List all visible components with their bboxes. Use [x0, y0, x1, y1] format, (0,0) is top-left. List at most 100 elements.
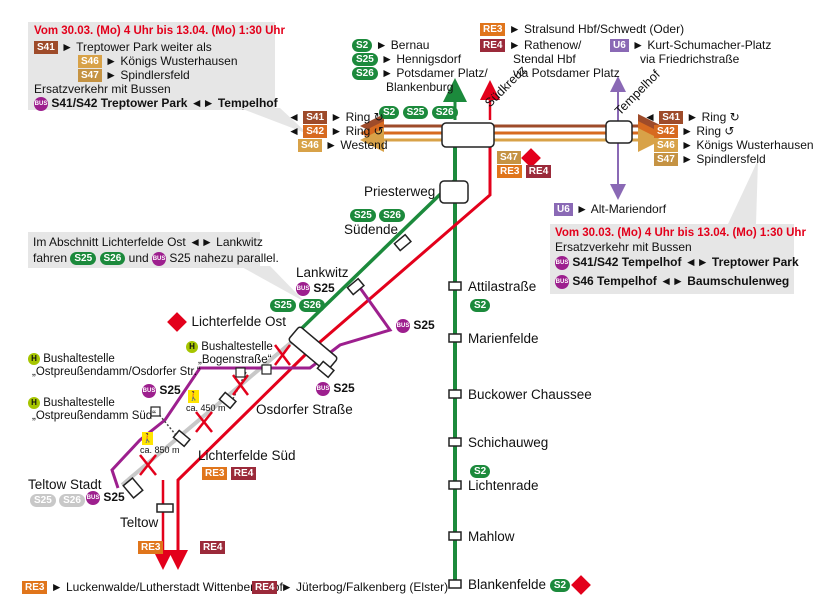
north-re4-text2: Stendal Hbf [513, 52, 576, 66]
s25-s26-line [298, 178, 457, 332]
db-icon [570, 575, 591, 596]
callout-right-ersatz: Ersatzverkehr mit Bussen [555, 240, 692, 254]
priesterweg-box [439, 180, 469, 204]
walk-icon: 🚶 [142, 432, 154, 445]
closure-marks [139, 344, 291, 476]
s46-badge: S46 [654, 139, 678, 153]
bus-icon: BUS [86, 490, 100, 505]
s25-badge: S25 [270, 299, 296, 313]
callout-left-und: und [128, 251, 149, 265]
callout-top: Vom 30.03. (Mo) 4 Uhr bis 13.04. (Mo) 1:… [28, 22, 285, 111]
u6-badge: U6 [554, 203, 573, 217]
callout-right-title: Vom 30.03. (Mo) 4 Uhr bis 13.04. (Mo) 1:… [555, 227, 806, 239]
s2-badge: S2 [549, 578, 571, 592]
re3-badge: RE3 [22, 581, 48, 595]
callout-top-s47-text: ► Spindlersfeld [105, 68, 190, 82]
station-blankenfelde: Blankenfelde [468, 577, 547, 592]
callout-left-text1: Im Abschnitt Lichterfelde Ost ◄► Lankwit… [33, 235, 263, 249]
re3-badge: RE3 [497, 165, 523, 179]
bus-stop-icon: H [28, 352, 40, 365]
station-attilastrasse: Attilastraße [468, 279, 537, 294]
lichterfelde-sued-2-box [172, 429, 191, 448]
s2-badge: S2 [379, 106, 400, 120]
bus-stop-icon: H [186, 340, 198, 353]
re4-badge: RE4 [230, 467, 257, 481]
callout-right: Vom 30.03. (Mo) 4 Uhr bis 13.04. (Mo) 1:… [550, 224, 806, 294]
u6-badge: U6 [610, 39, 629, 53]
callout-left-fahren: fahren [33, 251, 68, 265]
bus-icon: BUS [142, 383, 156, 398]
teltow-box [156, 503, 174, 513]
s25-badge: S25 [70, 252, 97, 266]
north-re4-text3: via Potsdamer Platz [513, 66, 620, 80]
re4-badge: RE4 [525, 165, 552, 179]
s25-badge: S25 [352, 53, 378, 67]
s26-badge: S26 [299, 299, 325, 313]
s2-badge: S2 [470, 465, 491, 479]
re4-badge: RE4 [252, 581, 278, 595]
re3-badge: RE3 [480, 23, 506, 37]
north-re4-text: ► Rathenow/ [508, 38, 582, 52]
bus-icon: BUS [296, 281, 310, 296]
station-schichauweg: Schichauweg [468, 435, 549, 450]
bus-icon: BUS [555, 255, 569, 270]
s42-badge: S42 [303, 125, 328, 139]
bus-stop-icon: H [28, 396, 40, 409]
osdorfer-box [316, 360, 335, 379]
bottom-re4-text: ► Jüterbog/Falkenberg (Elster) [280, 580, 449, 594]
station-suedende: Südende [344, 222, 399, 237]
callout-top-ersatz: Ersatzverkehr mit Bussen [34, 82, 171, 96]
north-re3-text: ► Stralsund Hbf/Schwedt (Oder) [508, 22, 685, 36]
ring-right-s47: Spindlersfeld [696, 152, 766, 166]
ring-left-s46: Westend [340, 138, 388, 152]
north-s26-text: ► Potsdamer Platz/ [381, 66, 488, 80]
lichterfelde-sued-box [218, 391, 237, 410]
s25-badge: S25 [350, 209, 376, 223]
callout-top-bus-text: S41/S42 Treptower Park ◄► Tempelhof [51, 96, 278, 110]
ring-left-s41: Ring ↻ [345, 110, 384, 124]
walk-distance-2: ca. 850 m [140, 445, 180, 455]
ring-right-list: ◄ S41 ► Ring ↻ S42 ► Ring ↺ S46 ► Königs… [644, 110, 814, 167]
station-osdorfer: Osdorfer Straße [256, 402, 353, 417]
re3-badge: RE3 [138, 541, 164, 555]
north-s25-text: ► Hennigsdorf [381, 52, 462, 66]
station-mahlow: Mahlow [468, 529, 515, 544]
station-teltow-stadt: Teltow Stadt [28, 477, 102, 492]
south-station-ticks [448, 281, 462, 589]
ring-right-s46: Königs Wusterhausen [696, 138, 814, 152]
s42-badge: S42 [654, 125, 678, 139]
bus-s25-label: S25 [413, 318, 435, 332]
re4-badge: RE4 [480, 39, 506, 53]
station-buckower: Buckower Chaussee [468, 387, 592, 402]
lankwitz-box [346, 277, 365, 296]
re4-badge: RE4 [200, 541, 226, 555]
u6-south-text: ► Alt-Mariendorf [576, 202, 667, 216]
north-s26-text2: Blankenburg [386, 80, 454, 94]
bus-route [110, 284, 393, 489]
bus-icon: BUS [34, 96, 48, 111]
teltow-stadt-box [122, 476, 144, 500]
s46-badge: S46 [78, 55, 102, 69]
bus-icon: BUS [555, 274, 569, 289]
north-u6-text: ► Kurt-Schumacher-Platz [632, 38, 772, 52]
s46-badge: S46 [298, 139, 322, 153]
bus-stop-bogen-1: Bushaltestelle [201, 341, 273, 353]
bus-stop-bogen-2: „Bogenstraße“ [198, 354, 272, 366]
s26-badge: S26 [431, 106, 458, 120]
walk-icon: 🚶 [188, 390, 200, 403]
bus-stop-ostp-1: Bushaltestelle [43, 353, 115, 365]
bus-stop-ostsued-2: „Ostpreußendamm Süd“ [32, 410, 156, 422]
bus-s25-label: S25 [313, 281, 335, 295]
s47-badge: S47 [654, 153, 678, 167]
station-teltow: Teltow [120, 515, 159, 530]
station-lichtenrade: Lichtenrade [468, 478, 539, 493]
s41-badge: S41 [659, 111, 684, 125]
station-lankwitz: Lankwitz [296, 265, 349, 280]
station-marienfelde: Marienfelde [468, 331, 539, 346]
bottom-re3-text: ► Luckenwalde/Lutherstadt Wittenberg Hbf [50, 580, 283, 594]
s2-badge: S2 [352, 39, 373, 53]
s47-badge: S47 [78, 69, 102, 83]
station-priesterweg: Priesterweg [364, 184, 436, 199]
bus-icon: BUS [316, 381, 330, 396]
